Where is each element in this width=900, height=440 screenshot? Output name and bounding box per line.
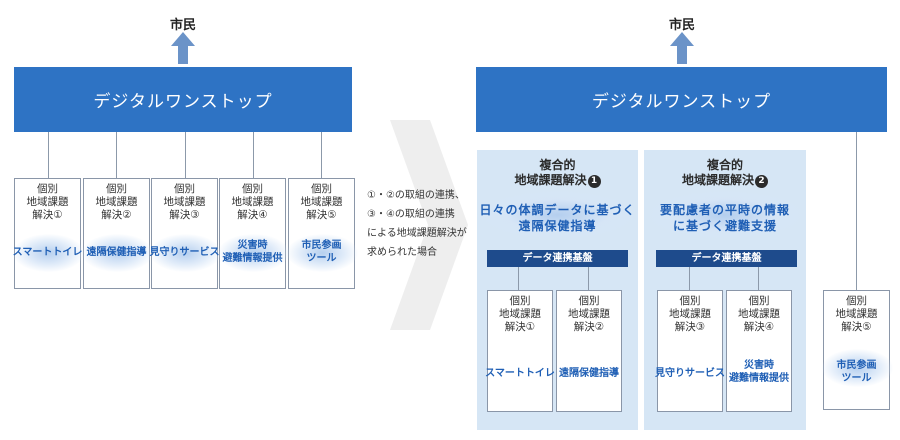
- badge-1-icon: 1: [587, 175, 601, 188]
- left-connector-2: [116, 132, 117, 178]
- glow: [477, 190, 638, 240]
- card-tool-label: 災害時 避難情報提供: [729, 360, 789, 384]
- card-title: 個別 地域課題 解決①: [499, 295, 541, 333]
- transition-line-3: による地域課題解決が: [367, 228, 467, 239]
- card-title: 個別 地域課題 解決③: [669, 295, 711, 333]
- left-card-4: 個別 地域課題 解決④ 災害時 避難情報提供: [218, 178, 289, 289]
- transition-line-1: ①・②の取組の連携、: [367, 190, 465, 201]
- card-title: 個別 地域課題 解決②: [95, 183, 138, 221]
- card-title: 個別 地域課題 解決②: [568, 295, 610, 333]
- badge-2-icon: 2: [755, 175, 768, 188]
- left-card-1: 個別 地域課題 解決① スマートトイレ: [13, 178, 84, 289]
- panel-connector: [689, 267, 690, 290]
- card-title: 個別 地域課題 解決③: [163, 183, 206, 221]
- transition-line-2: ③・④の取組の連携: [367, 209, 455, 220]
- card-tool-label: 災害時 避難情報提供: [222, 240, 283, 264]
- left-connector-5: [321, 132, 322, 178]
- left-connector-1: [48, 132, 49, 178]
- panel-description: 要配慮者の平時の情報 に基づく避難支援: [659, 203, 790, 233]
- left-citizen-label: 市民: [169, 18, 196, 33]
- panel-connector: [588, 267, 589, 290]
- panel-connector: [518, 267, 519, 290]
- glow: [150, 234, 221, 272]
- glow: [13, 234, 84, 272]
- card-tool-label: 見守りサービス: [149, 247, 220, 258]
- right-connector-5: [856, 132, 857, 290]
- data-platform-bar: データ連携基盤: [487, 250, 628, 267]
- card-title: 個別 地域課題 解決⑤: [835, 295, 878, 333]
- left-card-5: 個別 地域課題 解決⑤ 市民参画 ツール: [287, 178, 358, 289]
- panel-connector: [758, 267, 759, 290]
- card-tool-label: 遠隔保健指導: [559, 368, 619, 379]
- panel-card-2: 個別 地域課題 解決② 遠隔保健指導: [556, 290, 622, 412]
- left-card-2: 個別 地域課題 解決② 遠隔保健指導: [82, 178, 153, 289]
- glow: [644, 190, 806, 240]
- glow: [82, 234, 153, 272]
- right-up-arrow-icon: [670, 32, 694, 64]
- right-card-5: 個別 地域課題 解決⑤ 市民参画 ツール: [822, 290, 893, 410]
- card-tool-label: 遠隔保健指導: [86, 247, 147, 258]
- left-connector-3: [185, 132, 186, 178]
- glow: [822, 349, 893, 387]
- left-up-arrow-icon: [171, 32, 195, 64]
- panel-description: 日々の体調データに基づく 遠隔保健指導: [479, 203, 636, 233]
- card-title: 個別 地域課題 解決④: [231, 183, 274, 221]
- card-tool-label: 市民参画 ツール: [836, 360, 877, 384]
- data-platform-bar: データ連携基盤: [656, 250, 797, 267]
- left-card-3: 個別 地域課題 解決③ 見守りサービス: [150, 178, 221, 289]
- card-title: 個別 地域課題 解決①: [26, 183, 69, 221]
- card-title: 個別 地域課題 解決④: [738, 295, 780, 333]
- panel-title-text: 複合的 地域課題解決: [681, 158, 754, 187]
- right-citizen-label: 市民: [668, 18, 695, 33]
- card-title: 個別 地域課題 解決⑤: [300, 183, 343, 221]
- card-tool-label: 見守りサービス: [655, 368, 725, 379]
- panel-title-text: 複合的 地域課題解決: [514, 158, 587, 187]
- glow: [287, 234, 358, 272]
- panel-card-1: 個別 地域課題 解決① スマートトイレ: [485, 290, 555, 412]
- panel-card-4: 個別 地域課題 解決④ 災害時 避難情報提供: [726, 290, 792, 412]
- panel-card-3: 個別 地域課題 解決③ 見守りサービス: [655, 290, 725, 412]
- right-digital-onestop-banner: デジタルワンストップ: [476, 67, 887, 132]
- glow: [218, 234, 289, 272]
- card-tool-label: スマートトイレ: [485, 368, 555, 379]
- left-connector-4: [253, 132, 254, 178]
- card-tool-label: 市民参画 ツール: [301, 240, 342, 264]
- transition-line-4: 求められた場合: [367, 247, 437, 258]
- left-digital-onestop-banner: デジタルワンストップ: [14, 67, 352, 132]
- transition-arrow-icon: [390, 120, 468, 330]
- card-tool-label: スマートトイレ: [12, 247, 83, 258]
- transition-text: ①・②の取組の連携、 ③・④の取組の連携 による地域課題解決が 求められた場合: [367, 186, 467, 262]
